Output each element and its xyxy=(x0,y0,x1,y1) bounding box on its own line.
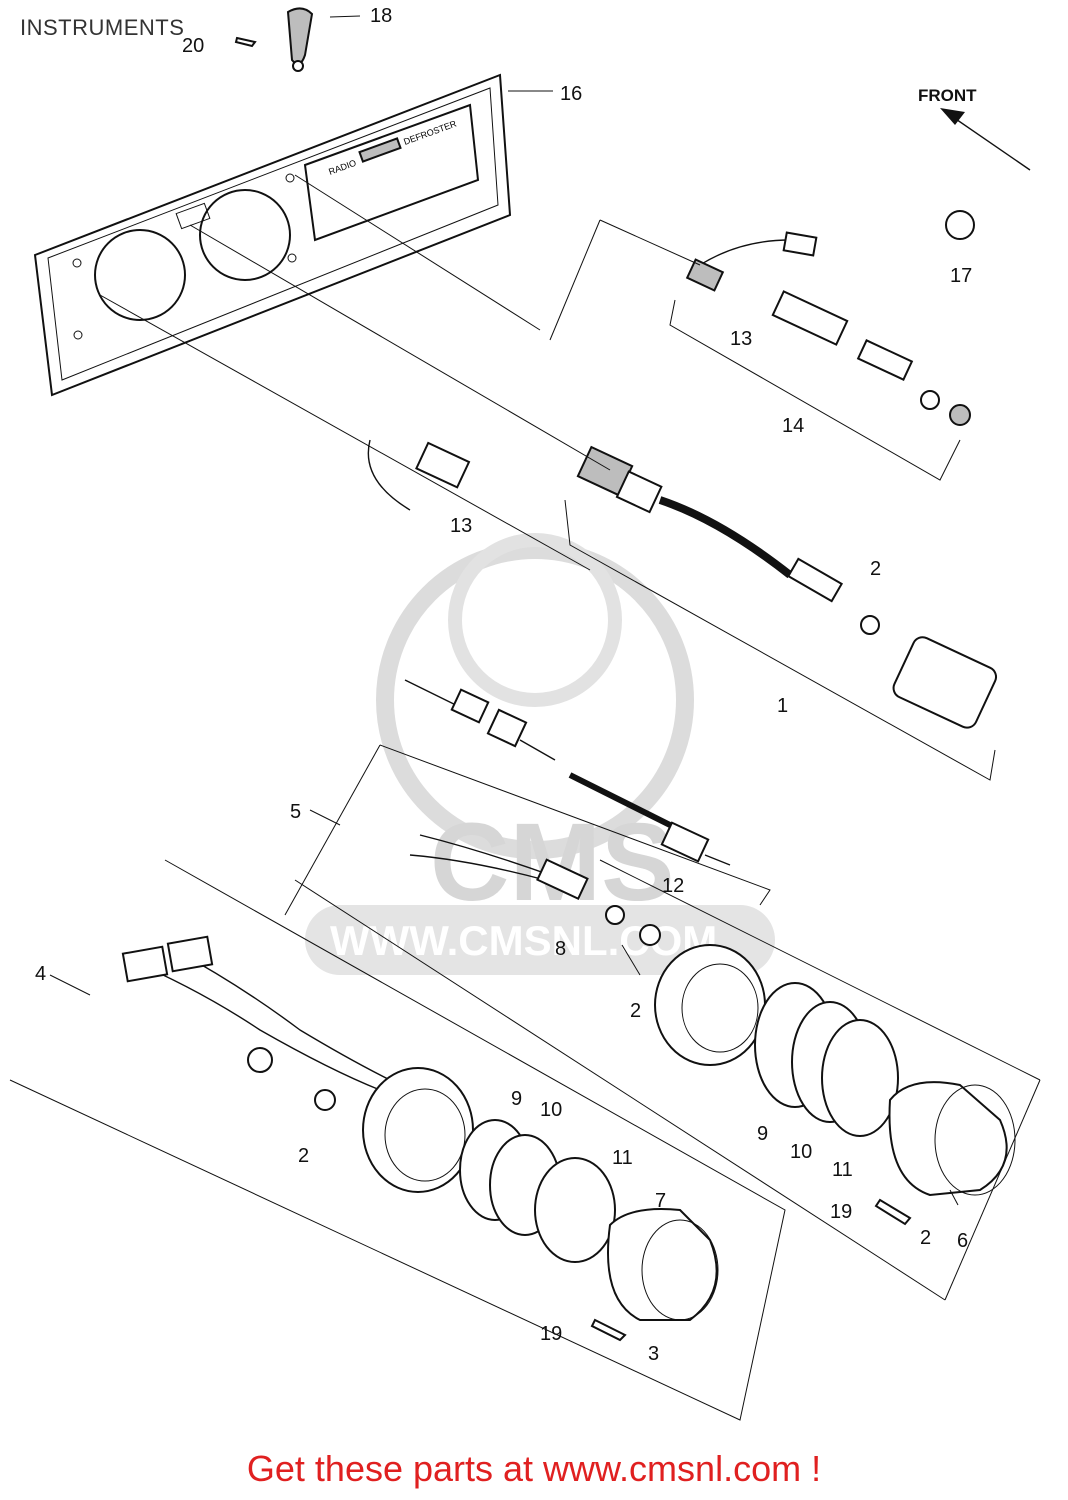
callout-9: 9 xyxy=(511,1088,522,1110)
callout-10: 10 xyxy=(540,1099,562,1121)
callout-6: 6 xyxy=(957,1230,968,1252)
callout-4: 4 xyxy=(35,963,46,985)
front-indicator: FRONT xyxy=(918,86,1031,171)
callout-11: 11 xyxy=(832,1159,853,1181)
assembly-outlines xyxy=(9,174,1041,1421)
callout-18: 18 xyxy=(370,5,392,27)
screw-20 xyxy=(234,36,257,48)
meter-cable-5 xyxy=(404,679,731,866)
footer-link[interactable]: Get these parts at www.cmsnl.com ! xyxy=(246,1448,822,1489)
callouts: 1 2 2 2 2 3 4 5 6 7 8 9 9 10 10 11 11 12… xyxy=(35,5,972,1365)
callout-9: 9 xyxy=(757,1123,768,1145)
callout-7: 7 xyxy=(655,1190,666,1212)
callout-19: 19 xyxy=(830,1201,852,1223)
callout-12: 12 xyxy=(662,875,684,897)
cap-17 xyxy=(945,210,975,240)
gauge-assembly-7 xyxy=(121,935,719,1342)
callout-13: 13 xyxy=(730,328,752,350)
callout-2: 2 xyxy=(870,558,881,580)
callout-2: 2 xyxy=(920,1227,931,1249)
switch-assembly-14 xyxy=(685,231,971,426)
harness-8 xyxy=(409,834,661,946)
callout-11: 11 xyxy=(612,1147,633,1169)
callout-5: 5 xyxy=(290,801,301,823)
watermark: CMS WWW.CMSNL.COM xyxy=(305,533,775,975)
callout-17: 17 xyxy=(950,265,972,287)
front-label: FRONT xyxy=(918,86,977,105)
gauge-assembly-6 xyxy=(654,944,1016,1226)
callout-3: 3 xyxy=(648,1343,659,1365)
bulb-socket-13 xyxy=(367,439,471,511)
callout-2: 2 xyxy=(630,1000,641,1022)
callout-19: 19 xyxy=(540,1323,562,1345)
callout-2: 2 xyxy=(298,1145,309,1167)
callout-16: 16 xyxy=(560,83,582,105)
callout-14: 14 xyxy=(782,415,804,437)
instrument-panel: RADIO DEFROSTER xyxy=(33,73,512,397)
leader-lines xyxy=(49,15,959,1206)
page-title: INSTRUMENTS xyxy=(20,15,185,40)
callout-8: 8 xyxy=(555,938,566,960)
callout-1: 1 xyxy=(777,695,788,717)
callout-20: 20 xyxy=(182,35,204,57)
callout-10: 10 xyxy=(790,1141,812,1163)
clip-18 xyxy=(286,7,314,72)
callout-13: 13 xyxy=(450,515,472,537)
